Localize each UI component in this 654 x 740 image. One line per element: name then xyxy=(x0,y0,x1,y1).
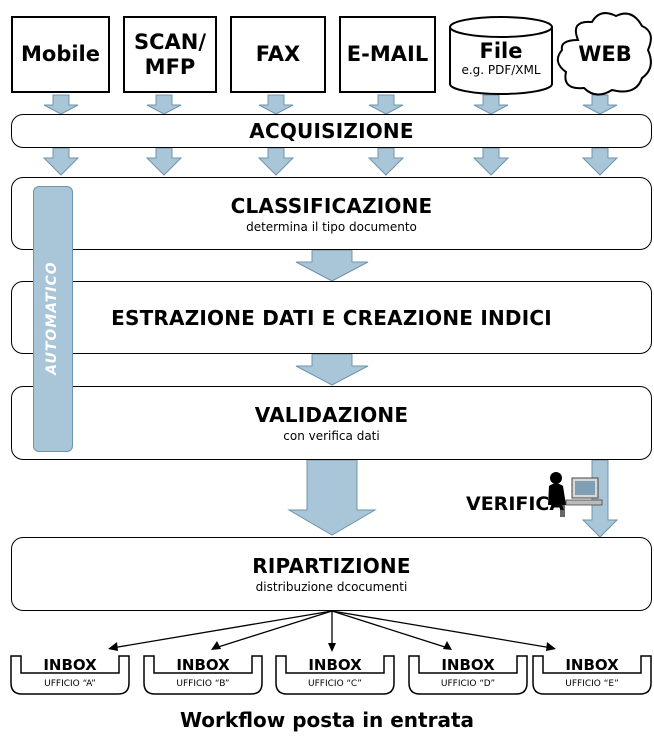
stage-ripartizione: RIPARTIZIONE distribuzione dcocumenti xyxy=(11,537,652,611)
source-arrows xyxy=(43,94,618,115)
source-fax-label: FAX xyxy=(255,42,301,67)
distribution-lines xyxy=(111,610,553,649)
inbox-e-office: UFFICIO “E” xyxy=(565,679,619,689)
stage-ripartizione-subtitle: distribuzione dcocumenti xyxy=(255,580,408,594)
arrow-acq-5 xyxy=(472,147,510,176)
stage-acquisizione-title: ACQUISIZIONE xyxy=(249,119,414,143)
inbox-c-title: INBOX xyxy=(308,656,362,674)
automatic-bar xyxy=(33,186,73,452)
inbox-b-office: UFFICIO “B” xyxy=(176,679,230,689)
stage-validazione-subtitle: con verifica dati xyxy=(283,429,380,443)
source-web: WEB xyxy=(558,42,652,66)
arrow-acq-3 xyxy=(257,147,295,176)
tray-c xyxy=(275,655,395,695)
arrow-valid-rip xyxy=(287,459,377,536)
tray-a xyxy=(10,655,130,695)
arrow-file xyxy=(473,94,509,115)
stage-validazione-title: VALIDAZIONE xyxy=(254,403,409,427)
head-b xyxy=(211,641,221,650)
line-d xyxy=(331,610,449,649)
stage-arrows xyxy=(287,249,619,538)
line-a xyxy=(111,610,333,649)
source-fax: FAX xyxy=(230,16,326,93)
source-email: E-MAIL xyxy=(339,16,436,93)
arrow-scan xyxy=(146,94,182,115)
person-at-computer-icon xyxy=(548,472,603,517)
source-scan-mfp: SCAN/ MFP xyxy=(123,16,217,93)
arrow-verifica xyxy=(581,459,619,538)
source-mobile-label: Mobile xyxy=(21,42,100,67)
distribution-arrowheads xyxy=(108,641,556,652)
head-e xyxy=(546,642,556,651)
tray-b xyxy=(143,655,263,695)
arrow-acq-6 xyxy=(581,147,619,176)
source-mobile: Mobile xyxy=(11,16,110,93)
inbox-c-office: UFFICIO “C” xyxy=(308,679,362,689)
source-web-label: WEB xyxy=(578,42,632,66)
arrow-acq-2 xyxy=(145,147,183,176)
arrow-acq-4 xyxy=(367,147,405,176)
stage-acquisizione: ACQUISIZIONE xyxy=(11,114,652,148)
line-e xyxy=(331,610,553,649)
inbox-a-office: UFFICIO “A” xyxy=(44,679,96,689)
stage-ripartizione-title: RIPARTIZIONE xyxy=(252,554,411,578)
automatic-label: AUTOMATICO xyxy=(44,261,60,375)
arrow-email xyxy=(368,94,404,115)
tray-d xyxy=(408,655,528,695)
head-c xyxy=(328,643,336,652)
tray-e xyxy=(532,655,652,695)
inbox-d-title: INBOX xyxy=(441,656,495,674)
inbox-trays xyxy=(10,655,652,695)
inbox-b-title: INBOX xyxy=(176,656,230,674)
arrow-extr-valid xyxy=(295,353,369,386)
stage-estrazione: ESTRAZIONE DATI E CREAZIONE INDICI xyxy=(11,281,652,354)
web-cloud xyxy=(556,12,652,96)
head-a xyxy=(108,642,118,651)
source-scan-label: SCAN/ MFP xyxy=(133,30,207,79)
inbox-a-title: INBOX xyxy=(43,656,97,674)
stage-classificazione-title: CLASSIFICAZIONE xyxy=(230,193,433,218)
arrow-acq-1 xyxy=(42,147,80,176)
stage-classificazione-subtitle: determina il tipo documento xyxy=(246,219,417,234)
stage-classificazione: CLASSIFICAZIONE determina il tipo docume… xyxy=(11,177,652,250)
inbox-e-title: INBOX xyxy=(565,656,619,674)
arrow-fax xyxy=(258,94,294,115)
head-d xyxy=(443,641,452,650)
arrow-web xyxy=(582,94,618,115)
stage-validazione: VALIDAZIONE con verifica dati xyxy=(11,386,652,460)
source-email-label: E-MAIL xyxy=(346,42,429,67)
line-b xyxy=(214,610,333,649)
acquisition-arrows xyxy=(42,147,619,176)
diagram-caption: Workflow posta in entrata xyxy=(179,708,475,732)
inbox-d-office: UFFICIO “D” xyxy=(440,679,496,689)
source-file: File e.g. PDF/XML xyxy=(450,39,552,78)
source-file-sublabel: e.g. PDF/XML xyxy=(461,63,541,78)
verifica-label: VERIFICA xyxy=(466,493,565,515)
source-file-label: File xyxy=(479,39,523,63)
file-cylinder xyxy=(449,16,553,95)
stage-estrazione-title: ESTRAZIONE DATI E CREAZIONE INDICI xyxy=(111,305,552,330)
arrow-class-extr xyxy=(295,249,369,282)
arrow-mobile xyxy=(43,94,79,115)
